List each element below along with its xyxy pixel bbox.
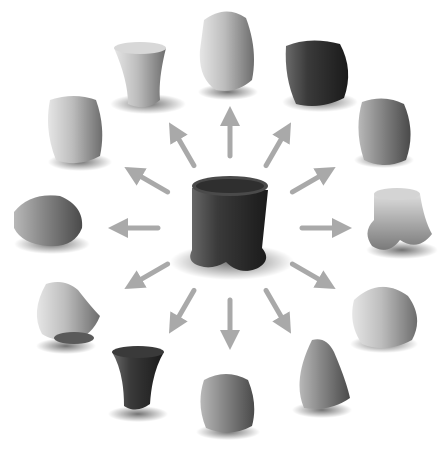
shape-tapered-cup [110,42,186,114]
arrow-11 [133,172,168,192]
arrow-5 [292,264,327,284]
shape-rounded-blob [14,195,90,254]
arrow-2 [266,131,286,166]
arrow-9 [133,264,168,284]
shape-pillar-with-feet [366,188,438,259]
shape-rounded-bell [198,11,258,100]
shape-bulb-with-feet [196,374,260,440]
shape-tilted-cone [36,282,100,354]
shape-dark-funnel-cup [108,346,168,422]
arrow-6 [266,290,286,325]
shape-dark-box [282,40,358,112]
arrow-12 [174,131,194,166]
shape-bulged-vase-left [48,96,112,171]
shape-tall-cone [292,339,352,418]
center-shape-stump [170,176,294,280]
shape-rounded-dome [350,287,418,353]
arrow-8 [174,290,194,325]
shape-bulged-vase-right [354,98,414,168]
arrow-3 [292,172,327,192]
